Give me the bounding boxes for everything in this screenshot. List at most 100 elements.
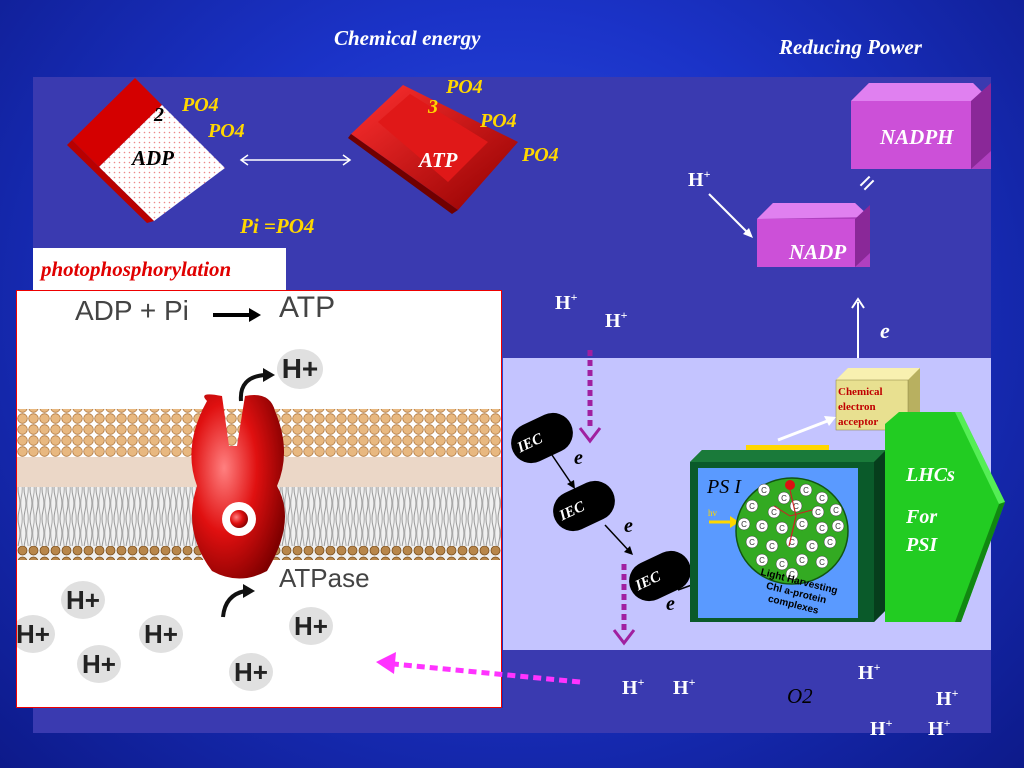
chlorophyll-molecule bbox=[815, 555, 829, 569]
proton-down-arrow bbox=[578, 350, 602, 444]
atpase-protein bbox=[191, 394, 285, 579]
h-plus-bubble: H+ bbox=[229, 653, 273, 691]
chlorophyll-molecule bbox=[765, 539, 779, 553]
atp-po4-c: PO4 bbox=[522, 144, 559, 166]
equation-text: ADP + Pi bbox=[75, 295, 189, 326]
h-plus-bubble: H+ bbox=[139, 615, 183, 653]
h-plus-ion: H+ bbox=[622, 675, 645, 699]
electron-transfer-arrow bbox=[551, 454, 575, 489]
reducing-power-title: Reducing Power bbox=[779, 35, 922, 59]
chlorophyll-molecule bbox=[795, 553, 809, 567]
atp-label: ATP bbox=[419, 148, 458, 172]
nadph-block bbox=[851, 83, 991, 169]
chlorophyll-letter: C bbox=[803, 486, 809, 495]
chlorophyll-letter: C bbox=[749, 502, 755, 511]
curved-arrow-bottom-icon bbox=[221, 584, 255, 618]
eject-arrow bbox=[777, 416, 836, 442]
chlorophyll-molecule bbox=[757, 483, 771, 497]
chlorophyll-molecule bbox=[775, 557, 789, 571]
chlorophyll-letter: C bbox=[819, 494, 825, 503]
adp-label: ADP bbox=[132, 146, 174, 170]
lower-panel bbox=[503, 650, 991, 733]
hv-label: hv bbox=[708, 508, 717, 518]
h-plus-ion: H+ bbox=[605, 308, 628, 332]
chlorophyll-molecule bbox=[755, 553, 769, 567]
photophosphorylation-label-box: photophosphorylation bbox=[33, 248, 286, 290]
atp-po4-b: PO4 bbox=[480, 110, 517, 132]
chlorophyll-molecule bbox=[745, 535, 759, 549]
chlorophyll-molecule bbox=[815, 521, 829, 535]
chlorophyll-letter: C bbox=[799, 520, 805, 529]
nadp-block bbox=[757, 203, 870, 267]
atp-diamond bbox=[348, 85, 518, 214]
chlorophyll-molecule bbox=[805, 539, 819, 553]
chemical-energy-title: Chemical energy bbox=[334, 26, 481, 50]
h-plus-bubble: H+ bbox=[77, 645, 121, 683]
h-plus-ion: H+ bbox=[858, 660, 881, 684]
atpase-illustration: ADP + Pi ATP bbox=[16, 290, 502, 708]
chlorophyll-letter: C bbox=[793, 502, 799, 511]
h-to-nadp-arrow bbox=[708, 193, 753, 238]
chlorophyll-molecule bbox=[799, 483, 813, 497]
h-plus-bubble: H+ bbox=[17, 615, 55, 653]
chlorophyll-letter: C bbox=[789, 570, 795, 579]
lhcs-green-block bbox=[885, 412, 1005, 622]
h-plus-bubble: H+ bbox=[61, 581, 105, 619]
ps1-label: PS I bbox=[707, 476, 741, 498]
proton-down-arrow bbox=[612, 564, 636, 646]
photophosphorylation-label: photophosphorylation bbox=[41, 257, 232, 281]
proton-flow-left-arrow bbox=[376, 652, 581, 685]
chlorophyll-letter: C bbox=[759, 556, 765, 565]
chlorophyll-letter: C bbox=[827, 538, 833, 547]
chlorophyll-letter: C bbox=[815, 508, 821, 517]
adp-po4-a: PO4 bbox=[182, 94, 219, 116]
atp-product-text: ATP bbox=[279, 291, 336, 324]
h-plus-ion: H+ bbox=[928, 716, 951, 740]
light-arrow-icon bbox=[709, 516, 739, 528]
h-plus-ion: H+ bbox=[673, 675, 696, 699]
chlorophyll-molecule bbox=[829, 503, 843, 517]
h-plus-bubble: H+ bbox=[289, 607, 333, 645]
atpase-text: ATPase bbox=[279, 563, 370, 593]
lower-left-panel bbox=[33, 708, 503, 733]
chlorophyll-molecule bbox=[823, 535, 837, 549]
for-label: For bbox=[906, 506, 938, 528]
adp-number: 2 bbox=[154, 104, 164, 126]
chlorophyll-molecule bbox=[785, 567, 799, 581]
chlorophyll-molecule bbox=[815, 491, 829, 505]
lhcs-label: LHCs bbox=[906, 464, 955, 486]
electron-up-arrow bbox=[851, 297, 865, 358]
reaction-arrow-icon bbox=[213, 308, 261, 322]
chlorophyll-letter: C bbox=[809, 542, 815, 551]
atp-number: 3 bbox=[428, 96, 438, 118]
oxygen-label: O2 bbox=[787, 684, 813, 708]
psi-label: PSI bbox=[906, 534, 938, 556]
h-plus-ion: H+ bbox=[688, 167, 711, 191]
electron-label: e bbox=[624, 515, 633, 537]
chlorophyll-molecule bbox=[795, 517, 809, 531]
h-plus-ion: H+ bbox=[870, 716, 893, 740]
chlorophyll-molecule bbox=[745, 499, 759, 513]
chlorophyll-molecule bbox=[775, 521, 789, 535]
h-plus-ion: H+ bbox=[936, 686, 959, 710]
atp-po4-a: PO4 bbox=[446, 76, 483, 98]
chlorophyll-molecule bbox=[737, 517, 751, 531]
chlorophyll-letter: C bbox=[833, 506, 839, 515]
chlorophyll-letter: C bbox=[819, 524, 825, 533]
pi-equation: Pi =PO4 bbox=[240, 214, 315, 238]
electron-transfer-arrow bbox=[604, 524, 633, 555]
chlorophyll-letter: C bbox=[819, 558, 825, 567]
chlorophyll-molecule bbox=[777, 491, 791, 505]
electron-label: e bbox=[666, 593, 675, 615]
adp-diamond bbox=[67, 78, 225, 223]
adp-atp-double-arrow bbox=[239, 154, 352, 166]
chlorophyll-letter: C bbox=[771, 508, 777, 517]
curved-arrow-up-icon bbox=[238, 368, 275, 402]
chlorophyll-letter: C bbox=[781, 494, 787, 503]
adp-po4-b: PO4 bbox=[208, 120, 245, 142]
chlorophyll-letter: C bbox=[761, 486, 767, 495]
h-plus-bubble: H+ bbox=[277, 349, 323, 389]
chlorophyll-letter: C bbox=[769, 542, 775, 551]
electron-label-top: e bbox=[880, 318, 890, 343]
